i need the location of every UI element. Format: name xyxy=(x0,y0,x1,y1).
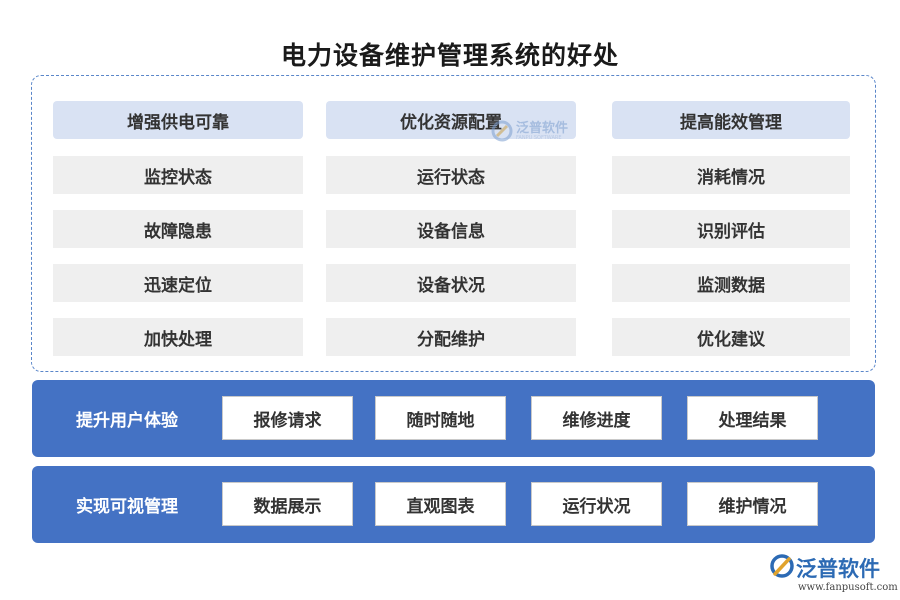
column-item: 监控状态 xyxy=(53,156,303,194)
band-item: 直观图表 xyxy=(375,482,506,526)
column-item: 加快处理 xyxy=(53,318,303,356)
brand-logo: 泛普软件 www.fanpusoft.com xyxy=(770,553,898,597)
column-item: 设备状况 xyxy=(326,264,576,302)
benefits-dashed-box xyxy=(31,75,876,372)
column-item: 识别评估 xyxy=(612,210,850,248)
column-item: 运行状态 xyxy=(326,156,576,194)
band-label: 提升用户体验 xyxy=(76,411,178,431)
column-header: 增强供电可靠 xyxy=(53,101,303,139)
fanpu-logo-icon xyxy=(770,554,794,578)
watermark: 泛普软件 FANPU SOFTWARE xyxy=(491,116,571,146)
column-item: 故障隐患 xyxy=(53,210,303,248)
column-resources: 优化资源配置 运行状态 设备信息 设备状况 分配维护 xyxy=(326,101,576,356)
column-item: 分配维护 xyxy=(326,318,576,356)
column-header: 优化资源配置 xyxy=(326,101,576,139)
column-header: 提高能效管理 xyxy=(612,101,850,139)
logo-text: 泛普软件 xyxy=(796,557,880,581)
column-item: 迅速定位 xyxy=(53,264,303,302)
column-item: 监测数据 xyxy=(612,264,850,302)
band-item: 数据展示 xyxy=(222,482,353,526)
watermark-sub: FANPU SOFTWARE xyxy=(516,134,562,141)
column-item: 设备信息 xyxy=(326,210,576,248)
watermark-text: 泛普软件 xyxy=(516,120,569,136)
band-visual-management: 实现可视管理 数据展示 直观图表 运行状况 维护情况 xyxy=(32,466,875,543)
band-item: 运行状况 xyxy=(531,482,662,526)
column-efficiency: 提高能效管理 消耗情况 识别评估 监测数据 优化建议 xyxy=(612,101,850,356)
column-item: 消耗情况 xyxy=(612,156,850,194)
logo-url: www.fanpusoft.com xyxy=(798,582,898,593)
band-user-experience: 提升用户体验 报修请求 随时随地 维修进度 处理结果 xyxy=(32,380,875,457)
band-item: 维修进度 xyxy=(531,396,662,440)
band-label: 实现可视管理 xyxy=(76,497,178,517)
band-item: 处理结果 xyxy=(687,396,818,440)
band-item: 报修请求 xyxy=(222,396,353,440)
band-item: 随时随地 xyxy=(375,396,506,440)
band-item: 维护情况 xyxy=(687,482,818,526)
column-reliability: 增强供电可靠 监控状态 故障隐患 迅速定位 加快处理 xyxy=(53,101,303,356)
column-item: 优化建议 xyxy=(612,318,850,356)
page-title: 电力设备维护管理系统的好处 xyxy=(280,41,619,70)
fanpu-logo-icon xyxy=(491,120,513,142)
